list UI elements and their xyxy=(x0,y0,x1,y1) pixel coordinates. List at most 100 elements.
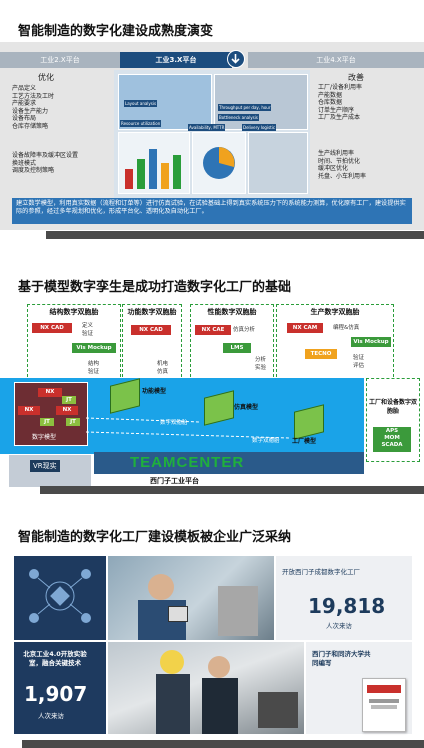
list-item: 订单生产顺序 xyxy=(318,106,355,114)
vis-mockup-chip: Vis Mockup xyxy=(72,343,116,353)
flow-label: 数字双胞胎 xyxy=(252,438,280,444)
beijing-unit: 人次来访 xyxy=(38,712,64,720)
twin-note: 验证 xyxy=(88,369,100,375)
summary-box xyxy=(12,198,412,224)
summary-text: 建立数学模型，利用真实数据（流程和订单等）进行仿真试验，在试验基础上得到真实系统… xyxy=(16,200,406,215)
left-heading: 优化 xyxy=(38,73,54,82)
screen-chart xyxy=(118,132,190,194)
twin-title: 生产数字双胞胎 xyxy=(310,308,360,316)
twin-title: 功能数字双胞胎 xyxy=(127,308,177,316)
teamcenter-bar xyxy=(94,452,364,474)
slide3-title: 智能制造的数字化工厂建设模板被企业广泛采纳 xyxy=(18,530,292,545)
twin-note: 机电 xyxy=(157,361,169,367)
twin-performance: 性能数字双胞胎 NX CAE LMS 仿真分析 分析 实验 xyxy=(190,304,274,382)
screen-3d xyxy=(214,74,308,130)
twin-note: 分析 xyxy=(255,357,267,363)
beijing-panel xyxy=(14,642,106,734)
nx-cam-chip: NX CAM xyxy=(287,323,323,333)
visits-label: 开放西门子成都数字化工厂 xyxy=(282,568,360,576)
twin-note: 验证 xyxy=(82,331,94,337)
book-title: 西门子和同济大学共同编写 xyxy=(312,650,371,667)
list-item: 托盘、小车利用率 xyxy=(318,172,367,180)
twin-note: 验证 xyxy=(353,355,365,361)
twin-note: 评估 xyxy=(353,363,365,369)
screen-label: Throughput per day, hour xyxy=(218,104,272,111)
twin-note: 定义 xyxy=(82,323,94,329)
jt-chip: JT xyxy=(62,396,76,404)
right-list-bottom: 生产线利用率 时间、节拍优化 缓冲区优化 托盘、小车利用率 xyxy=(318,150,422,180)
visits-number: 19,818 xyxy=(308,594,386,618)
screen-label: Bottleneck analysis xyxy=(218,114,259,121)
flow-label: 数字双胞胎 xyxy=(160,420,188,426)
download-arrow-icon xyxy=(227,50,245,68)
function-model-label: 功能模型 xyxy=(142,388,167,395)
screen-label: Layout analysis xyxy=(124,100,158,107)
list-item: 设备故障率及缓冲区设置 xyxy=(12,152,79,159)
list-item: 生产线利用率 xyxy=(318,150,355,157)
left-list-top: 产品定义 工艺方法及工时 产能要求 设备生产能力 设备布局 仓库存储策略 xyxy=(12,85,112,130)
visits-unit: 人次来访 xyxy=(326,622,352,630)
slide-digital-twin: 基于模型数字孪生是成功打造数字化工厂的基础 结构数字双胞胎 NX CAD Vis… xyxy=(0,262,424,494)
vr-label: VR现实 xyxy=(30,460,60,472)
list-item: 仓库存储策略 xyxy=(12,122,49,130)
list-item: 仓库数据 xyxy=(318,99,343,106)
beijing-title: 北京工业4.0开放实验室，融合关键技术 xyxy=(23,650,87,667)
nx-chip: NX xyxy=(18,406,40,415)
nx-chip: NX xyxy=(38,388,62,397)
twin-title: 结构数字双胞胎 xyxy=(49,308,99,316)
slide3-footer-bar xyxy=(22,740,424,748)
twin-note: 仿真分析 xyxy=(233,327,256,333)
digital-model-label: 数字模型 xyxy=(32,434,57,441)
nx-cae-chip: NX CAE xyxy=(195,325,231,335)
slide-maturity: 智能制造的数字化建设成熟度演变 工业2.X平台 工业3.X平台 工业4.X平台 … xyxy=(0,0,424,240)
screen-label: Resource utilization xyxy=(120,120,162,127)
list-item: 换班模式 xyxy=(12,159,37,167)
slide2-footer-bar xyxy=(40,486,424,494)
platform-label: 西门子工业平台 xyxy=(150,477,199,485)
twin-structure: 结构数字双胞胎 NX CAD Vis Mockup 定义 验证 结构 验证 xyxy=(27,304,121,382)
aps-mom-scada-chip: APS MOM SCADA xyxy=(373,427,411,452)
twin-note: 仿真 xyxy=(157,369,169,375)
list-item: 工厂/设备利用率 xyxy=(318,84,363,91)
slide-adoption: 智能制造的数字化工厂建设模板被企业广泛采纳 开放西门子成都数字化工厂 19,81… xyxy=(0,514,424,748)
list-item: 工厂及生产成本 xyxy=(318,114,361,121)
factory-twin-title: 工厂和设备数字双胞胎 xyxy=(369,399,418,415)
slide2-title: 基于模型数字孪生是成功打造数字化工厂的基础 xyxy=(18,280,292,295)
phase-industry2: 工业2.X平台 xyxy=(0,52,120,68)
twin-note: 编程&仿真 xyxy=(333,325,360,331)
beijing-number: 1,907 xyxy=(24,682,88,706)
visits-panel xyxy=(276,556,412,640)
left-list-bottom: 设备故障率及缓冲区设置 换班模式 调度及控制策略 xyxy=(12,152,112,175)
list-item: 产品定义 xyxy=(12,85,37,92)
nx-cad-chip: NX CAD xyxy=(32,323,72,333)
nx-chip: NX xyxy=(56,406,78,415)
flow-arrows xyxy=(85,417,291,439)
vis-mockup-chip: Vis Mockup xyxy=(351,337,391,347)
right-list-top: 工厂/设备利用率 产能数据 仓库数据 订单生产顺序 工厂及生产成本 xyxy=(318,84,422,122)
book-cover xyxy=(362,678,406,732)
list-item: 产能数据 xyxy=(318,91,343,99)
visitors-photo xyxy=(108,642,304,734)
simulation-screens: Layout analysis Throughput per day, hour… xyxy=(114,70,310,198)
list-item: 设备布局 xyxy=(12,115,37,122)
phase-industry4: 工业4.X平台 xyxy=(248,52,424,68)
nx-cad-chip: NX CAD xyxy=(131,325,171,335)
factory-twin-box: 工厂和设备数字双胞胎 APS MOM SCADA xyxy=(366,378,420,462)
simulation-model-label: 仿真模型 xyxy=(234,404,259,411)
screen-label: Delivery logistic xyxy=(242,124,277,131)
tecno-chip: TECNO xyxy=(305,349,337,359)
phase-industry3: 工业3.X平台 xyxy=(120,52,232,68)
list-item: 调度及控制策略 xyxy=(12,167,55,174)
slide1-footer-bar xyxy=(46,231,424,239)
screen-logistic xyxy=(248,132,308,194)
list-item: 时间、节拍优化 xyxy=(318,157,361,165)
twin-title: 性能数字双胞胎 xyxy=(207,308,257,316)
twin-note: 实验 xyxy=(255,365,267,371)
jt-chip: JT xyxy=(40,418,54,426)
lms-chip: LMS xyxy=(223,343,251,353)
screen-label: Availability, MTTR xyxy=(188,124,226,131)
list-item: 设备生产能力 xyxy=(12,107,49,115)
twin-note: 结构 xyxy=(88,361,100,367)
jt-chip: JT xyxy=(66,418,80,426)
teamcenter-logo: TEAMCENTER xyxy=(130,454,245,471)
